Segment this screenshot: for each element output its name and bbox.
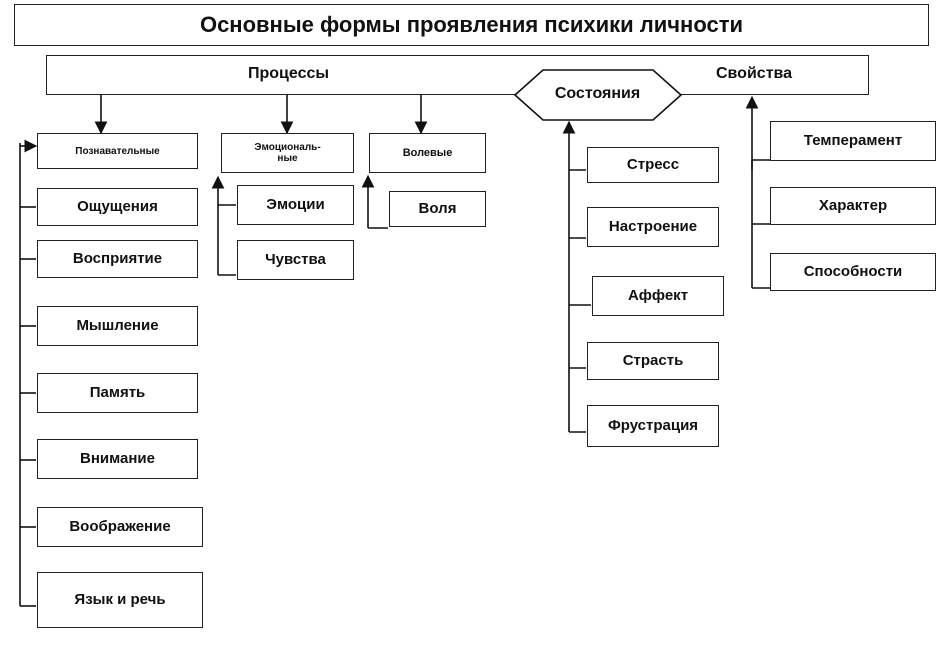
- cognitive-item: Мышление: [37, 306, 198, 346]
- state-item: Фрустрация: [587, 405, 719, 447]
- diagram-title: Основные формы проявления психики личнос…: [14, 4, 929, 46]
- cognitive-item: Ощущения: [37, 188, 198, 226]
- properties-label: Свойства: [716, 65, 793, 82]
- cognitive-header: Познавательные: [37, 133, 198, 169]
- cognitive-item: Язык и речь: [37, 572, 203, 628]
- states-hexagon: [513, 69, 683, 121]
- emotional-item: Чувства: [237, 240, 354, 280]
- cognitive-item: Внимание: [37, 439, 198, 479]
- states-label: Состояния: [554, 85, 641, 102]
- top-bar: [46, 55, 869, 95]
- cognitive-item: Воображение: [37, 507, 203, 547]
- diagram-title-text: Основные формы проявления психики личнос…: [199, 11, 744, 37]
- property-item: Способности: [770, 253, 936, 291]
- state-item: Аффект: [592, 276, 724, 316]
- property-item: Характер: [770, 187, 936, 225]
- volitional-item: Воля: [389, 191, 486, 227]
- property-item: Темперамент: [770, 121, 936, 161]
- state-item: Стресс: [587, 147, 719, 183]
- state-item: Настроение: [587, 207, 719, 247]
- state-item: Страсть: [587, 342, 719, 380]
- cognitive-item: Восприятие: [37, 240, 198, 278]
- cognitive-item: Память: [37, 373, 198, 413]
- emotional-item: Эмоции: [237, 185, 354, 225]
- emotional-header: Эмоциональ- ные: [221, 133, 354, 173]
- processes-label: Процессы: [248, 65, 330, 82]
- volitional-header: Волевые: [369, 133, 486, 173]
